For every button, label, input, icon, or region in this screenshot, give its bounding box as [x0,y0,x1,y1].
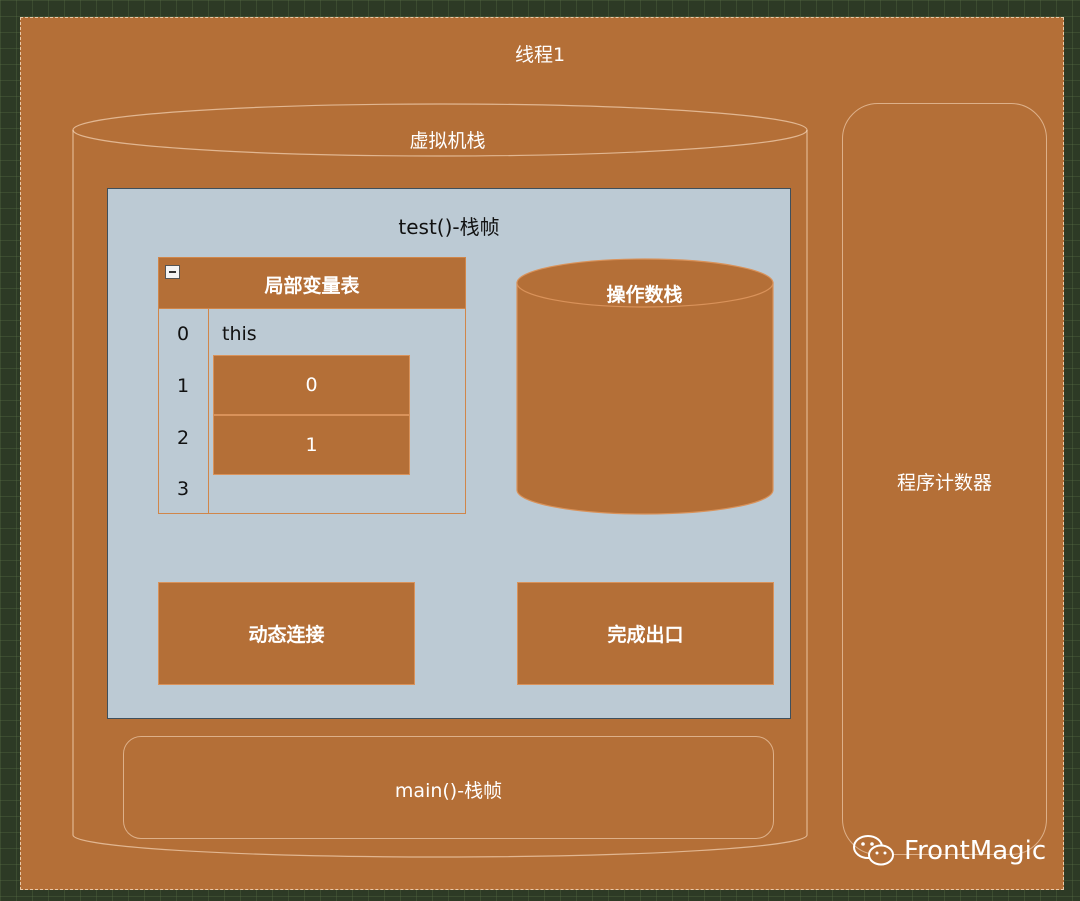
slot-cell-1: 1 [213,415,410,475]
vm-stack-top [72,103,808,157]
local-var-table-header [158,257,466,309]
watermark-text: FrontMagic [904,836,1047,866]
dynamic-link-box: 动态连接 [158,582,415,685]
wechat-icon [853,835,894,866]
vm-stack-title: 虚拟机栈 [409,130,486,152]
main-frame [123,736,774,839]
operand-stack-label: 操作数栈 [606,284,683,306]
slot-this-label: this [222,323,257,345]
thread-title: 线程1 [514,44,566,66]
slot-index-2: 2 [176,427,190,449]
index-column-divider [208,309,209,514]
slot-cell-0: 0 [213,355,410,415]
program-counter-box [842,103,1047,855]
watermark: FrontMagic [852,833,1046,869]
main-frame-title: main()-栈帧 [394,780,503,802]
vm-stack-body [72,130,808,858]
slot-index-0: 0 [176,323,190,345]
slot-index-3: 3 [176,478,190,500]
local-var-table-title: 局部变量表 [264,275,360,297]
return-address-box: 完成出口 [517,582,774,685]
program-counter-label: 程序计数器 [896,472,992,494]
slot-index-1: 1 [176,375,190,397]
collapse-toggle-icon[interactable] [165,265,180,279]
test-frame-title: test()-栈帧 [398,215,500,239]
